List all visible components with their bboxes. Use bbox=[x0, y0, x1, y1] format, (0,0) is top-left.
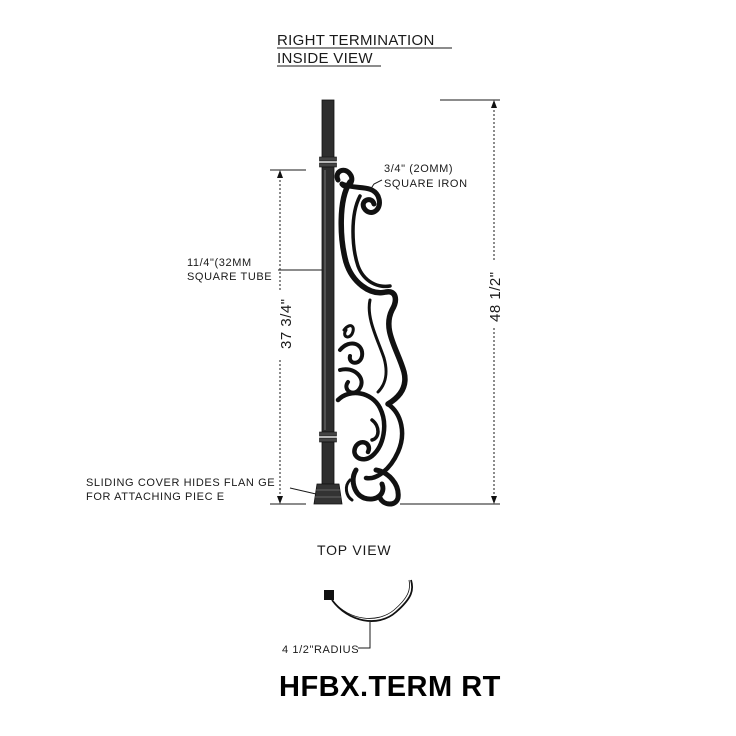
total-height-arrow-top bbox=[491, 100, 497, 108]
outer-s-scroll bbox=[338, 179, 408, 407]
iron-leader bbox=[369, 179, 383, 191]
tube-label-line2: SQUARE TUBE bbox=[187, 271, 272, 283]
total-height-arrow-bottom bbox=[491, 496, 497, 504]
tube-label-line1: 11/4"(32MM bbox=[187, 257, 252, 269]
view-title-line1: RIGHT TERMINATION bbox=[277, 32, 435, 49]
cover-label-line1: SLIDING COVER HIDES FLAN GE bbox=[86, 477, 275, 489]
model-code: HFBX.TERM RT bbox=[279, 671, 501, 703]
post-lower-shaft bbox=[321, 441, 335, 485]
center-scroll bbox=[335, 390, 387, 462]
inner-s-scroll bbox=[351, 194, 392, 289]
total-height-label: 48 1/2" bbox=[487, 271, 504, 322]
iron-label-line2: SQUARE IRON bbox=[384, 178, 468, 190]
post-height-arrow-top bbox=[277, 170, 283, 178]
post-shaft bbox=[321, 166, 335, 433]
top-view-drawing bbox=[324, 579, 414, 622]
post-collar-upper bbox=[319, 156, 337, 162]
post-collar-lower-2 bbox=[319, 437, 337, 443]
sliding-cover bbox=[313, 483, 343, 505]
post-collar-upper-2 bbox=[319, 162, 337, 168]
top-view-arc bbox=[331, 579, 414, 622]
top-scroll bbox=[339, 181, 382, 215]
post bbox=[313, 99, 343, 505]
inner-lower-scroll bbox=[367, 298, 388, 394]
post-height-label: 37 3/4" bbox=[278, 298, 295, 349]
post-collar-lower bbox=[319, 431, 337, 437]
cover-label-line2: FOR ATTACHING PIEC E bbox=[86, 491, 225, 503]
radius-leader bbox=[358, 622, 371, 649]
top-view-arc-inner bbox=[333, 579, 410, 619]
iron-label-line1: 3/4" (2OMM) bbox=[384, 163, 453, 175]
right-curve bbox=[363, 401, 405, 481]
scroll-ironwork bbox=[334, 167, 408, 507]
post-top-section bbox=[321, 99, 335, 159]
bottom-leaf-left bbox=[350, 467, 386, 502]
top-view-title: TOP VIEW bbox=[317, 542, 391, 558]
leaf-bud bbox=[342, 324, 355, 339]
inner-curl bbox=[370, 418, 380, 442]
view-title-line2: INSIDE VIEW bbox=[277, 50, 373, 67]
bottom-leaf-right bbox=[373, 467, 401, 507]
total-height-dimension: 48 1/2" bbox=[400, 99, 504, 505]
post-height-dimension: 37 3/4" bbox=[270, 169, 306, 505]
leaf-curl-1 bbox=[338, 341, 365, 365]
post-height-arrow-bottom bbox=[277, 496, 283, 504]
top-view-post-square bbox=[324, 590, 334, 600]
leaf-curl-2 bbox=[338, 367, 364, 395]
bottom-tendril bbox=[344, 478, 354, 502]
cover-leader bbox=[289, 487, 317, 495]
radius-label: 4 1/2"RADIUS bbox=[282, 644, 359, 656]
